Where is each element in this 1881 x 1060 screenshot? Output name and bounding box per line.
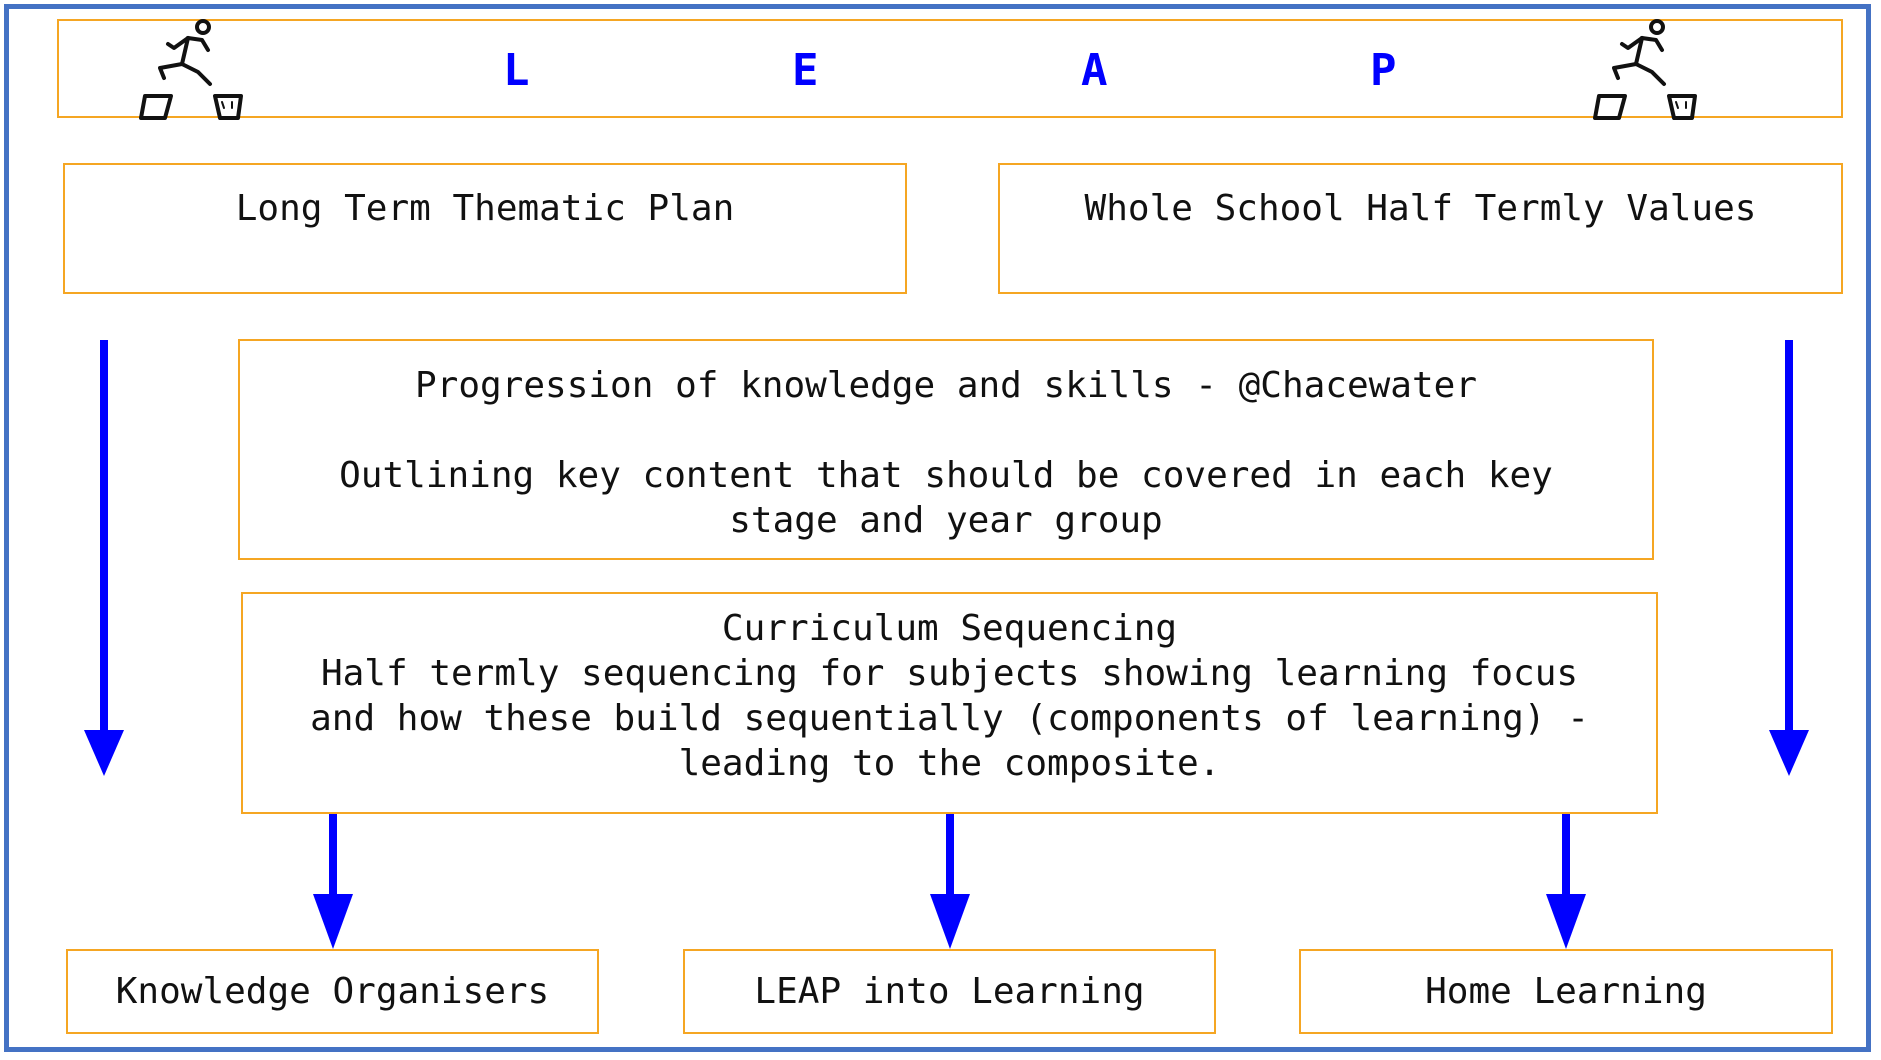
- progression-line-2: stage and year group: [729, 500, 1163, 541]
- knowledge-organisers-text: Knowledge Organisers: [115, 971, 550, 1012]
- sequencing-line-3: leading to the composite.: [678, 743, 1221, 784]
- leap-letter-e: E: [792, 45, 819, 96]
- right-arrow-shaft: [1785, 340, 1793, 735]
- outer-frame: [4, 4, 1871, 1052]
- sequencing-line-1: Half termly sequencing for subjects show…: [320, 653, 1579, 694]
- progression-box: Progression of knowledge and skills - @C…: [238, 339, 1654, 560]
- knowledge-organisers-box: Knowledge Organisers: [66, 949, 599, 1034]
- sequencing-line-2: and how these build sequentially (compon…: [310, 698, 1589, 739]
- leap-into-learning-box: LEAP into Learning: [683, 949, 1216, 1034]
- home-learning-text: Home Learning: [1425, 971, 1707, 1012]
- left-arrow-head: [84, 730, 124, 776]
- leap-letter-a: A: [1081, 45, 1108, 96]
- half-termly-values-box: Whole School Half Termly Values: [998, 163, 1843, 294]
- leaping-runner-icon: [139, 19, 243, 120]
- leap-letter-p: P: [1370, 45, 1397, 96]
- leap-letter-l: L: [503, 45, 530, 96]
- right-arrow-head: [1769, 730, 1809, 776]
- progression-line-1: Outlining key content that should be cov…: [339, 455, 1553, 496]
- curriculum-sequencing-box: Curriculum Sequencing Half termly sequen…: [241, 592, 1658, 814]
- progression-title: Progression of knowledge and skills - @C…: [414, 365, 1478, 406]
- long-term-plan-box: Long Term Thematic Plan: [63, 163, 907, 294]
- arrow-to-knowledge-head: [313, 894, 353, 949]
- arrow-to-leap-shaft: [946, 814, 954, 896]
- leap-into-learning-text: LEAP into Learning: [754, 971, 1145, 1012]
- arrow-to-knowledge-shaft: [329, 814, 337, 896]
- left-arrow-shaft: [100, 340, 108, 735]
- long-term-plan-text: Long Term Thematic Plan: [235, 188, 735, 229]
- arrow-to-leap-head: [930, 894, 970, 949]
- half-termly-values-text: Whole School Half Termly Values: [1084, 188, 1757, 229]
- home-learning-box: Home Learning: [1299, 949, 1833, 1034]
- leaping-runner-icon: [1593, 19, 1697, 120]
- arrow-to-home-head: [1546, 894, 1586, 949]
- leap-header-banner: [57, 19, 1843, 118]
- arrow-to-home-shaft: [1562, 814, 1570, 896]
- sequencing-title: Curriculum Sequencing: [721, 608, 1178, 649]
